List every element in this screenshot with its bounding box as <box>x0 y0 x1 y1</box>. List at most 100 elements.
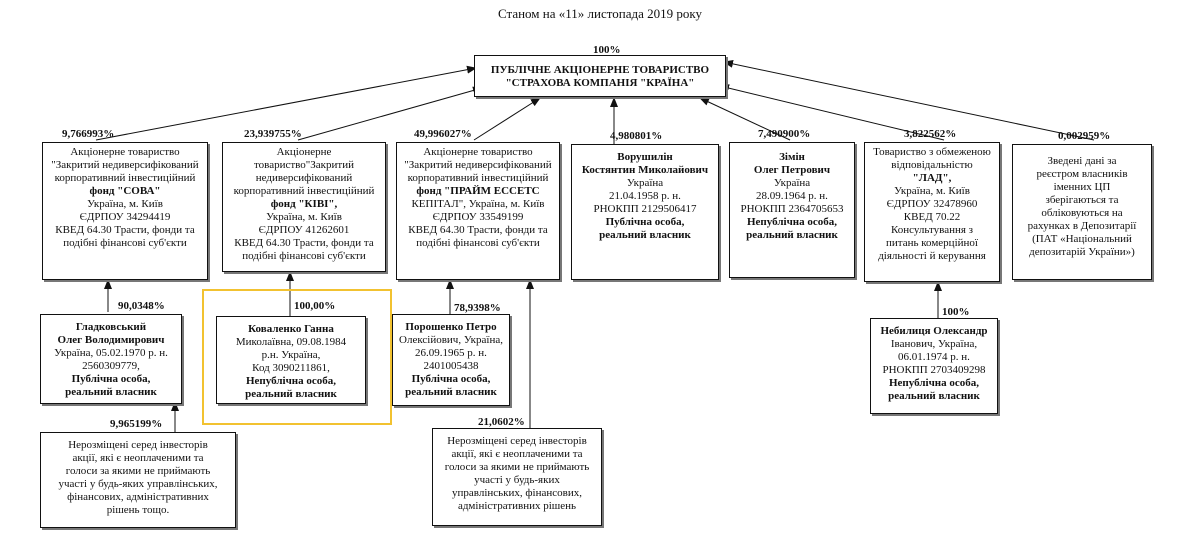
line: участі у будь-яких управлінських, <box>58 478 218 490</box>
line: Україна, м. Київ <box>87 198 163 210</box>
line: обліковуються на <box>1041 207 1123 219</box>
line: Непублічна особа, <box>245 375 336 387</box>
unplaced-percent: 9,965199% <box>110 418 163 430</box>
line: голоси за якими не приймають <box>65 465 211 477</box>
shareholder-percent: 23,939755% <box>244 128 302 140</box>
top-company-line1: ПУБЛІЧНЕ АКЦІОНЕРНЕ ТОВАРИСТВО <box>490 64 710 76</box>
line: діяльності й керування <box>878 250 986 262</box>
owner-box-gladkovskyi: Гладковський Олег Володимирович Україна,… <box>40 314 182 404</box>
shareholder-percent: 49,996027% <box>414 128 472 140</box>
line: відповідальністю <box>891 159 973 171</box>
line: "Закритий недиверсифікований <box>51 159 199 171</box>
shareholder-box-sova: Акціонерне товариство "Закритий недиверс… <box>42 142 208 280</box>
line: Олег Володимирович <box>57 334 165 346</box>
line: корпоративний інвестиційний <box>407 172 549 184</box>
line: фонд "ПРАЙМ ЕССЕТС <box>416 185 540 197</box>
line: рішень тощо. <box>106 504 170 516</box>
page-title: Станом на «11» листопада 2019 року <box>497 6 702 21</box>
line: КВЕД 64.30 Трасти, фонди та <box>55 224 195 236</box>
line: ЄДРПОУ 32478960 <box>886 198 978 210</box>
line: 2401005438 <box>423 360 479 372</box>
line: Небилиця Олександр <box>880 325 988 337</box>
line: 06.01.1974 р. н. <box>898 351 970 363</box>
line: Ворушилін <box>617 151 673 163</box>
line: товариство"Закритий <box>254 159 354 171</box>
line: ЄДРПОУ 34294419 <box>79 211 171 223</box>
line: Україна, м. Київ <box>894 185 970 197</box>
line: КВЕД 70.22 <box>903 211 961 223</box>
line: Україна <box>626 177 664 189</box>
top-company-line2: "СТРАХОВА КОМПАНІЯ "КРАЇНА" <box>505 77 695 89</box>
line: реальний власник <box>888 390 980 402</box>
shareholder-percent: 3,822562% <box>904 128 957 140</box>
line: Порошенко Петро <box>405 321 497 333</box>
arrow-depository <box>723 59 1095 141</box>
line: управлінських, фінансових, <box>452 487 582 499</box>
owner-percent: 78,9398% <box>454 302 501 314</box>
line: реєстром власників <box>1036 168 1128 180</box>
line: питань комерційної <box>886 237 978 249</box>
line: недиверсифікований <box>255 172 353 184</box>
line: Зведені дані за <box>1047 155 1117 167</box>
line: Нерозміщені серед інвесторів <box>447 435 587 447</box>
line: КЕПІТАЛ", Україна, м. Київ <box>411 198 545 210</box>
line: Публічна особа, <box>71 373 151 385</box>
line: 21.04.1958 р. н. <box>609 190 681 202</box>
top-company-box: ПУБЛІЧНЕ АКЦІОНЕРНЕ ТОВАРИСТВО "СТРАХОВА… <box>474 55 726 97</box>
line: реальний власник <box>746 229 838 241</box>
line: зберігаються та <box>1045 194 1119 206</box>
shareholder-box-zimin: Зімін Олег Петрович Україна 28.09.1964 р… <box>729 142 855 278</box>
line: ЄДРПОУ 33549199 <box>432 211 524 223</box>
line: Гладковський <box>75 321 147 333</box>
line: Непублічна особа, <box>888 377 979 389</box>
line: подібні фінансові суб'єкти <box>416 237 540 249</box>
line: Акціонерне товариство <box>70 146 180 158</box>
unplaced-box-2: Нерозміщені серед інвесторів акції, які … <box>432 428 602 526</box>
line: адміністративних рішень <box>457 500 577 512</box>
line: Україна <box>773 177 811 189</box>
line: голоси за якими не приймають <box>444 461 590 473</box>
line: Акціонерне товариство <box>423 146 533 158</box>
shareholder-percent: 0,002959% <box>1058 130 1111 142</box>
line: РНОКПП 2129506417 <box>593 203 697 215</box>
arrow-kivi <box>297 86 483 141</box>
line: Консультування з <box>890 224 974 236</box>
line: Костянтин Миколайович <box>581 164 709 176</box>
line: акції, які є неоплаченими та <box>72 452 204 464</box>
line: КВЕД 64.30 Трасти, фонди та <box>408 224 548 236</box>
line: Олег Петрович <box>753 164 831 176</box>
owner-box-nebylytsia: Небилиця Олександр Іванович, Україна, 06… <box>870 318 998 414</box>
owner-box-poroshenko: Порошенко Петро Олексійович, Україна, 26… <box>392 314 510 406</box>
line: фонд "КІВІ", <box>270 198 338 210</box>
shareholder-percent: 4,980801% <box>610 130 663 142</box>
line: (ПАТ «Національний <box>1032 233 1132 245</box>
line: Публічна особа, <box>605 216 685 228</box>
arrow-sova <box>95 65 477 141</box>
line: Іванович, Україна, <box>890 338 978 350</box>
line: Коваленко Ганна <box>248 323 334 335</box>
line: фонд "СОВА" <box>89 185 161 197</box>
arrow-lad <box>719 84 945 141</box>
line: "ЛАД", <box>912 172 952 184</box>
owner-percent: 100,00% <box>294 300 336 312</box>
line: іменних ЦП <box>1053 181 1111 193</box>
owner-percent: 100% <box>942 306 970 318</box>
line: депозитарій України») <box>1029 246 1135 258</box>
unplaced-percent: 21,0602% <box>478 416 525 428</box>
shareholder-box-lad: Товариство з обмеженою відповідальністю … <box>864 142 1000 282</box>
line: рахунках в Депозитарії <box>1027 220 1137 232</box>
top-percent: 100% <box>593 44 621 56</box>
line: Україна, м. Київ <box>266 211 342 223</box>
line: Україна, 05.02.1970 р. н. <box>54 347 168 359</box>
line: КВЕД 64.30 Трасти, фонди та <box>234 237 374 249</box>
shareholder-box-kivi: Акціонерне товариство"Закритий недиверси… <box>222 142 386 272</box>
line: Код 3090211861, <box>252 362 330 374</box>
line: реальний власник <box>65 386 157 398</box>
arrow-zimin <box>699 97 791 141</box>
line: участі у будь-яких <box>474 474 560 486</box>
line: Акціонерне <box>276 146 332 158</box>
line: реальний власник <box>599 229 691 241</box>
shareholder-box-prime: Акціонерне товариство "Закритий недиверс… <box>396 142 560 280</box>
line: 2560309779, <box>82 360 140 372</box>
